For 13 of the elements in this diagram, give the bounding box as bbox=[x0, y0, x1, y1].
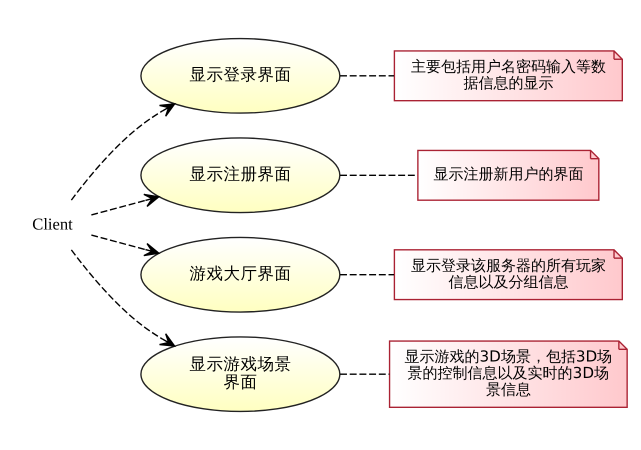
connector bbox=[340, 75, 394, 76]
connector bbox=[340, 174, 418, 176]
connector bbox=[340, 274, 394, 276]
node-ellipse: 显示游戏场景界面 bbox=[140, 336, 341, 412]
arrow bbox=[70, 103, 176, 201]
arrow bbox=[91, 234, 160, 256]
node-ellipse: 显示登录界面 bbox=[140, 38, 341, 114]
node-text: Client bbox=[32, 214, 73, 234]
arrow bbox=[70, 249, 176, 347]
node-ellipse: 游戏大厅界面 bbox=[140, 236, 341, 313]
arrow bbox=[91, 194, 160, 216]
connector bbox=[340, 374, 390, 375]
node-ellipse: 显示注册界面 bbox=[140, 137, 341, 214]
